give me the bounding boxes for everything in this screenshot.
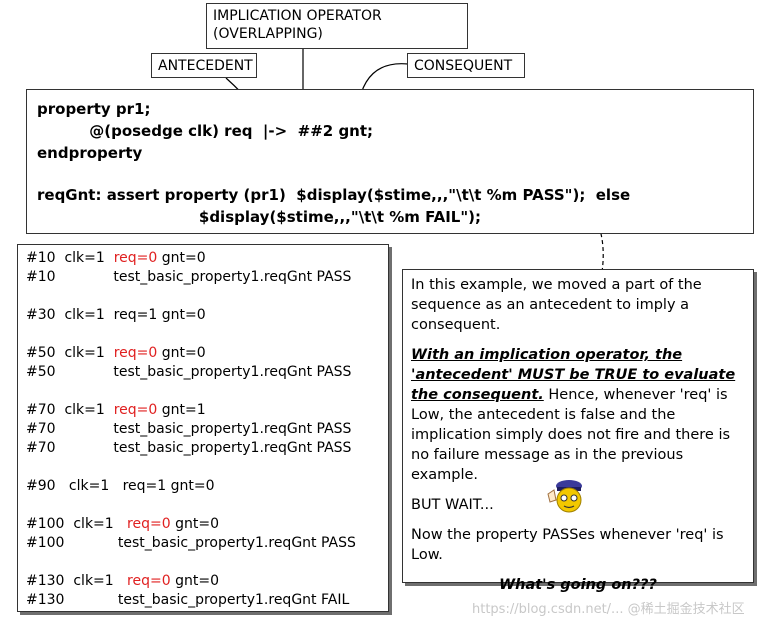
log-line: #100 test_basic_property1.reqGnt PASS [26, 534, 380, 553]
police-cartoon-icon [547, 480, 582, 513]
log-line [26, 496, 380, 515]
log-line: #70 test_basic_property1.reqGnt PASS [26, 439, 380, 458]
log-text: gnt=0 [157, 250, 206, 266]
antecedent-label: ANTECEDENT [151, 53, 257, 78]
log-text: gnt=0 [157, 345, 206, 361]
property-code-block: property pr1; @(posedge clk) req |-> ##2… [26, 89, 754, 234]
log-text: #90 clk=1 req=1 gnt=0 [26, 478, 215, 494]
log-line: #10 clk=1 req=0 gnt=0 [26, 249, 380, 268]
log-line: #130 clk=1 req=0 gnt=0 [26, 572, 380, 591]
implication-label-line1: IMPLICATION OPERATOR [213, 8, 382, 24]
note-paragraph: BUT WAIT... [411, 497, 494, 513]
note-paragraph: In this example, we moved a part of the … [411, 277, 702, 333]
code-line: reqGnt: assert property (pr1) $display($… [37, 186, 631, 204]
note-emphasis: With an implication operator, the 'antec… [411, 347, 736, 403]
log-line: #50 clk=1 req=0 gnt=0 [26, 344, 380, 363]
log-line [26, 382, 380, 401]
log-text: #50 test_basic_property1.reqGnt PASS [26, 364, 352, 380]
log-line: #70 test_basic_property1.reqGnt PASS [26, 420, 380, 439]
log-text: #130 clk=1 [26, 573, 128, 589]
log-text: #50 clk=1 [26, 345, 114, 361]
code-line: property pr1; [37, 100, 151, 118]
log-req-low: req=0 [127, 516, 171, 532]
note-paragraph: Now the property PASSes whenever 'req' i… [411, 527, 724, 563]
log-req-low: req=0 [113, 402, 158, 418]
log-text: #70 test_basic_property1.reqGnt PASS [26, 440, 352, 456]
log-text: #30 clk=1 req=1 gnt=0 [26, 307, 206, 323]
code-line: endproperty [37, 144, 143, 162]
simulation-log: #10 clk=1 req=0 gnt=0#10 test_basic_prop… [17, 244, 389, 612]
implication-label-line2: (OVERLAPPING) [213, 26, 323, 42]
log-line [26, 458, 380, 477]
note-question: What's going on??? [499, 577, 657, 593]
log-text: #130 test_basic_property1.reqGnt FAIL [26, 592, 350, 608]
log-text: gnt=0 [170, 573, 219, 589]
log-line [26, 553, 380, 572]
log-text: #100 test_basic_property1.reqGnt PASS [26, 535, 356, 551]
log-text: gnt=1 [157, 402, 206, 418]
log-line [26, 287, 380, 306]
log-text: #100 clk=1 [26, 516, 128, 532]
consequent-label: CONSEQUENT [407, 53, 525, 78]
log-line: #90 clk=1 req=1 gnt=0 [26, 477, 380, 496]
log-line: #50 test_basic_property1.reqGnt PASS [26, 363, 380, 382]
implication-operator-label: IMPLICATION OPERATOR (OVERLAPPING) [206, 3, 468, 49]
note-paragraph: With an implication operator, the 'antec… [411, 345, 745, 485]
log-text: #70 clk=1 [26, 402, 114, 418]
log-line: #100 clk=1 req=0 gnt=0 [26, 515, 380, 534]
log-line: #70 clk=1 req=0 gnt=1 [26, 401, 380, 420]
log-text: gnt=0 [170, 516, 219, 532]
log-text: #10 test_basic_property1.reqGnt PASS [26, 269, 352, 285]
code-line: $display($stime,,,"\t\t %m FAIL"); [37, 208, 482, 226]
log-req-low: req=0 [127, 573, 171, 589]
explanation-note: In this example, we moved a part of the … [402, 269, 754, 593]
log-line: #130 test_basic_property1.reqGnt FAIL [26, 591, 380, 610]
log-text: #70 test_basic_property1.reqGnt PASS [26, 421, 352, 437]
log-req-low: req=0 [113, 250, 158, 266]
code-line: @(posedge clk) req |-> ##2 gnt; [37, 122, 374, 140]
log-req-low: req=0 [113, 345, 158, 361]
watermark: https://blog.csdn.net/... @稀土掘金技术社区 [472, 602, 745, 617]
log-line [26, 325, 380, 344]
note-text: Hence, whenever 'req' is Low, the antece… [411, 387, 731, 483]
log-line: #10 test_basic_property1.reqGnt PASS [26, 268, 380, 287]
log-line: #30 clk=1 req=1 gnt=0 [26, 306, 380, 325]
log-text: #10 clk=1 [26, 250, 114, 266]
